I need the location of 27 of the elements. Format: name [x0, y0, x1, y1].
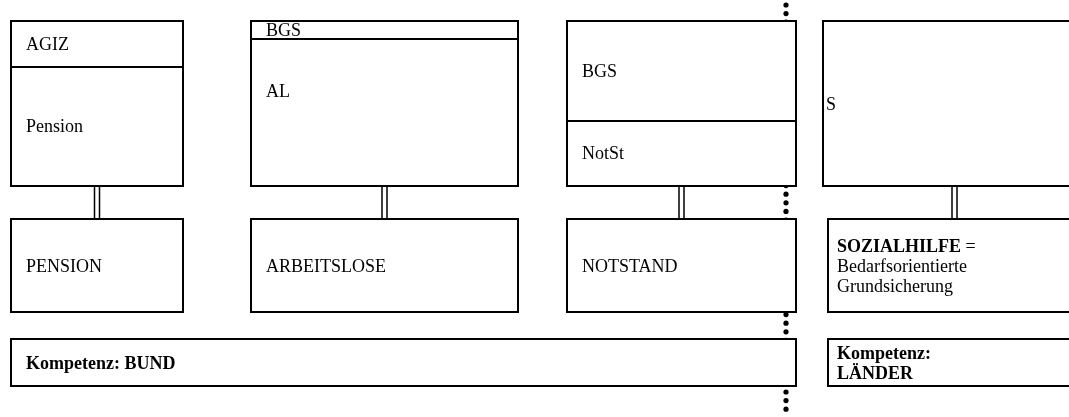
double-connector — [93, 186, 101, 219]
box-label: Kompetenz: LÄNDER — [837, 342, 932, 383]
double-connector — [951, 186, 958, 219]
process-box — [827, 218, 1069, 313]
double-connector — [678, 186, 685, 219]
box-label: NotSt — [582, 143, 624, 164]
process-box — [250, 218, 519, 313]
box-label: BGS — [266, 20, 301, 41]
process-box — [822, 20, 1069, 187]
box-label: ARBEITSLOSE — [266, 255, 386, 276]
process-box — [827, 338, 1069, 387]
process-box — [566, 218, 797, 313]
box-label: Kompetenz: BUND — [26, 352, 176, 373]
box-label: AGIZ — [26, 34, 69, 54]
box-label: BGS — [582, 60, 617, 81]
process-box — [10, 20, 184, 187]
box-label: NOTSTAND — [582, 255, 678, 276]
process-box — [250, 20, 519, 187]
box-label: PENSION — [26, 255, 102, 276]
process-box — [566, 20, 797, 187]
box-label: S — [826, 93, 836, 114]
process-box — [10, 338, 797, 387]
box-label: AL — [266, 80, 290, 101]
double-connector — [381, 186, 388, 219]
process-box — [10, 218, 184, 313]
box-label: Pension — [26, 116, 83, 137]
box-label: SOZIALHILFE = Bedarfsorientierte Grundsicherung — [837, 235, 977, 296]
